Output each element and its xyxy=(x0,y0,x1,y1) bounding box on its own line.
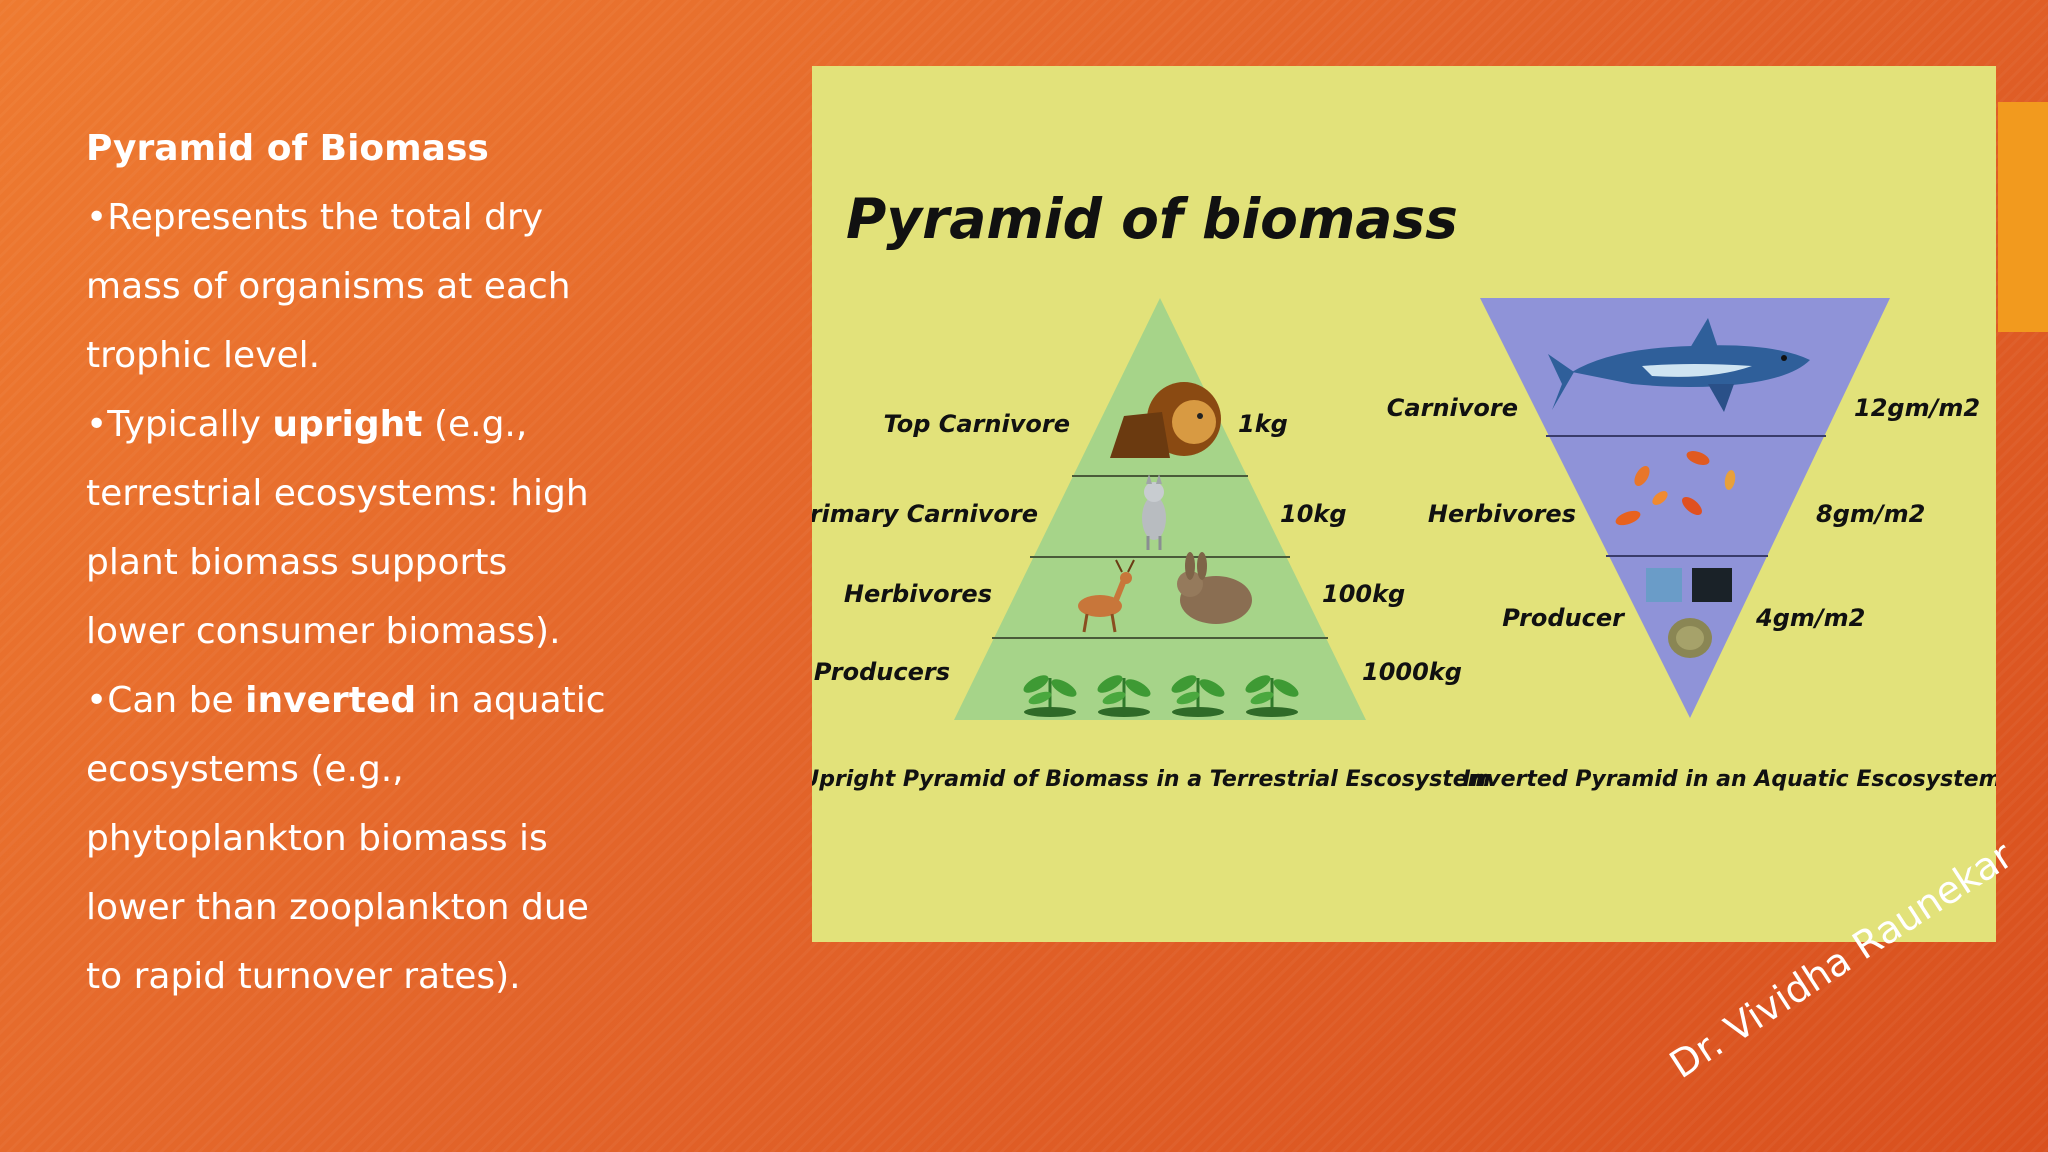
bullet-3-text: •Can be xyxy=(86,680,246,721)
biomass-figure: Pyramid of biomass xyxy=(812,66,1996,942)
slide-text: Pyramid of Biomass •Represents the total… xyxy=(86,114,606,1011)
upright-value-top-carnivore: 1kg xyxy=(1238,410,1288,438)
bullet-3-text-end: in aquatic ecosystems (e.g., phytoplankt… xyxy=(86,680,606,997)
accent-tab xyxy=(1998,102,2048,332)
upright-caption: Upright Pyramid of Biomass in a Terrestr… xyxy=(812,767,1491,792)
inverted-caption: Inverted Pyramid in an Aquatic Escosyste… xyxy=(1462,767,1996,792)
slide-heading: Pyramid of Biomass xyxy=(86,128,489,169)
bullet-3-emphasis: inverted xyxy=(245,680,417,721)
inverted-pyramid xyxy=(1480,298,1890,718)
rabbit-icon xyxy=(1177,552,1252,624)
upright-value-herbivores: 100kg xyxy=(1322,580,1405,608)
upright-label-producers: Producers xyxy=(814,658,950,686)
inverted-value-carnivore: 12gm/m2 xyxy=(1854,394,1980,422)
inverted-value-herbivores: 8gm/m2 xyxy=(1816,500,1925,528)
phytoplankton-icon xyxy=(1646,568,1732,658)
shark-icon xyxy=(1548,318,1810,412)
lion-icon xyxy=(1110,382,1221,458)
inverted-label-carnivore: Carnivore xyxy=(1387,394,1518,422)
plant-icon xyxy=(1023,675,1299,717)
upright-value-primary-carnivore: 10kg xyxy=(1280,500,1347,528)
bullet-2-text: •Typically xyxy=(86,404,273,445)
inverted-value-producer: 4gm/m2 xyxy=(1755,604,1865,632)
figure-title: Pyramid of biomass xyxy=(846,187,1458,251)
inverted-label-herbivores: Herbivores xyxy=(1428,500,1576,528)
bullet-2: •Typically upright (e.g., terrestrial ec… xyxy=(86,390,606,666)
upright-label-herbivores: Herbivores xyxy=(844,580,992,608)
upright-value-producers: 1000kg xyxy=(1362,658,1462,686)
wolf-icon xyxy=(1142,474,1166,550)
bullet-2-text-end: (e.g., terrestrial ecosystems: high plan… xyxy=(86,404,589,652)
upright-label-primary-carnivore: Primary Carnivore xyxy=(812,500,1038,528)
bullet-2-emphasis: upright xyxy=(272,404,423,445)
bullet-1: •Represents the total dry mass of organi… xyxy=(86,197,571,376)
pyramid-diagram: Pyramid of biomass xyxy=(812,187,1996,792)
deer-icon xyxy=(1078,559,1135,633)
bullet-3: •Can be inverted in aquatic ecosystems (… xyxy=(86,666,606,1011)
upright-label-top-carnivore: Top Carnivore xyxy=(883,410,1070,438)
fish-icon xyxy=(1615,451,1736,526)
inverted-label-producer: Producer xyxy=(1502,604,1626,632)
